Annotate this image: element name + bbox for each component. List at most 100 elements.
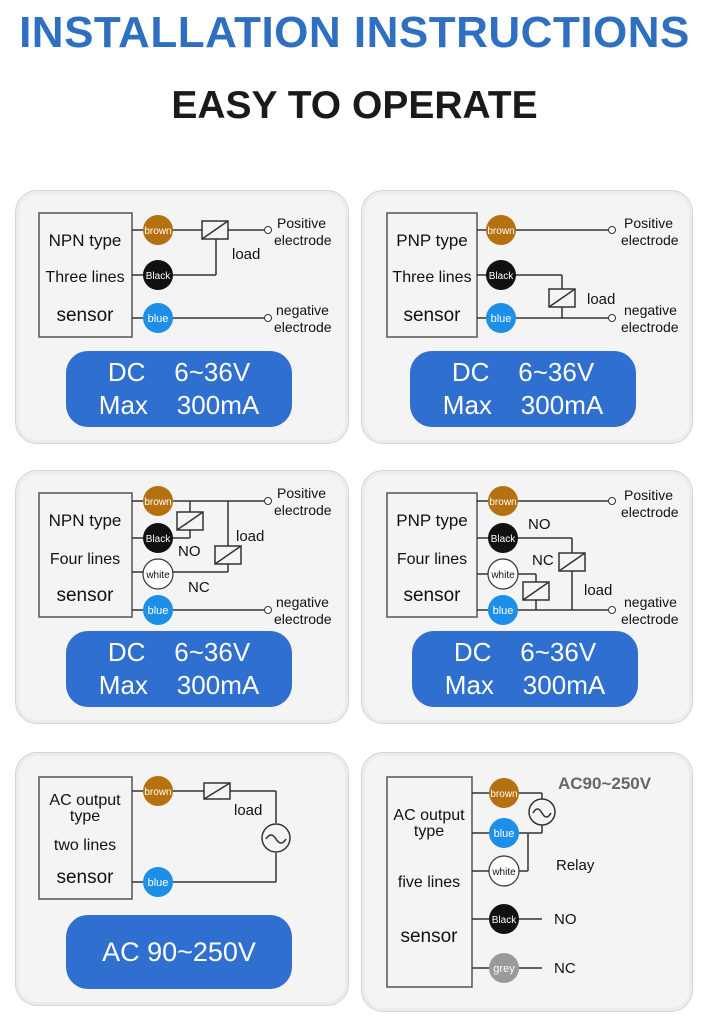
wire-brown-dot (489, 778, 519, 808)
load-label: load (587, 291, 615, 308)
spec-voltage: DC 6~36V (107, 637, 251, 667)
sensor-type-label: PNP type (396, 231, 468, 250)
wire-blue-label: blue (494, 828, 515, 840)
negative-label: negative (624, 302, 677, 318)
wire-blue-dot (143, 867, 173, 897)
wire-black-label: Black (491, 534, 516, 545)
panel-pnp-four-lines: PNP type Four lines sensor brown Black w… (361, 470, 693, 724)
wire-brown-label: brown (487, 226, 514, 237)
wire-brown-dot (143, 776, 173, 806)
no-label: NO (554, 911, 577, 928)
wire-black-label: Black (489, 271, 514, 282)
wire-brown-dot (143, 215, 173, 245)
wire-black-dot (489, 904, 519, 934)
wire-brown-label: brown (144, 497, 171, 508)
sensor-type-label: AC output (49, 792, 121, 809)
panel-ac-five-lines: AC output type five lines sensor brown b… (361, 752, 693, 1012)
load-label: load (584, 582, 612, 599)
spec-voltage: AC 90~250V (102, 937, 256, 967)
sensor-label: sensor (56, 305, 114, 326)
wire-blue-dot (488, 595, 518, 625)
sensor-lines-label: Four lines (50, 551, 120, 568)
ac-two-lines-diagram: AC output type two lines sensor brown bl… (38, 776, 291, 900)
wire-blue-label: blue (148, 605, 169, 617)
terminal-icon (608, 314, 616, 322)
spec-badge: AC 90~250V (66, 915, 292, 989)
nc-label: NC (554, 960, 576, 977)
positive-label: Positive (624, 215, 673, 231)
spec-voltage: DC 6~36V (453, 637, 597, 667)
wire-black-label: Black (146, 534, 171, 545)
load-label: load (236, 528, 264, 545)
wire-white-dot (487, 558, 519, 590)
terminal-icon (608, 226, 616, 234)
wire-grey-dot (489, 953, 519, 983)
wire-blue-label: blue (148, 313, 169, 325)
spec-badge: DC 6~36V Max 300mA (410, 351, 636, 427)
nc-label: NC (188, 579, 210, 596)
spec-current: Max 300mA (98, 670, 260, 700)
wire-white-dot (488, 855, 520, 887)
spec-current: Max 300mA (442, 390, 604, 420)
electrode-label: electrode (621, 319, 679, 335)
sensor-type-label: PNP type (396, 511, 468, 530)
spec-current: Max 300mA (98, 390, 260, 420)
wire-blue-dot (489, 818, 519, 848)
wire-blue-dot (143, 303, 173, 333)
sensor-label: sensor (56, 585, 114, 606)
wire-black-label: Black (146, 271, 171, 282)
spec-voltage: DC 6~36V (107, 357, 251, 387)
spec-badge: DC 6~36V Max 300mA (66, 631, 292, 707)
wire-black-dot (488, 523, 518, 553)
positive-label: Positive (624, 487, 673, 503)
terminal-icon (264, 314, 272, 322)
electrode-label: electrode (274, 232, 332, 248)
positive-label: Positive (277, 485, 326, 501)
wire-black-dot (143, 523, 173, 553)
wire-blue-label: blue (493, 605, 514, 617)
wire-blue-label: blue (148, 877, 169, 889)
positive-label: Positive (277, 215, 326, 231)
ac-range-label: AC90~250V (558, 774, 652, 793)
nc-label: NC (532, 552, 554, 569)
page-subtitle: EASY TO OPERATE (171, 84, 538, 127)
negative-label: negative (276, 594, 329, 610)
panel-pnp-three-lines: PNP type Three lines sensor brown Black … (361, 190, 693, 444)
wire-brown-dot (143, 486, 173, 516)
wire-white-label: white (490, 570, 515, 581)
npn-three-lines-diagram: NPN type Three lines sensor brown Black … (38, 212, 332, 338)
sensor-lines-label: Three lines (45, 269, 124, 286)
spec-voltage: DC 6~36V (451, 357, 595, 387)
terminal-icon (264, 226, 272, 234)
sensor-lines-label: Four lines (397, 551, 467, 568)
wire-brown-dot (488, 486, 518, 516)
electrode-label: electrode (274, 502, 332, 518)
sensor-type-label: AC output (393, 807, 465, 824)
no-label: NO (528, 516, 551, 533)
pnp-three-lines-diagram: PNP type Three lines sensor brown Black … (386, 212, 679, 338)
terminal-icon (264, 606, 272, 614)
terminal-icon (608, 497, 616, 505)
load-label: load (232, 246, 260, 263)
terminal-icon (264, 497, 272, 505)
wire-black-label: Black (492, 915, 517, 926)
sensor-type-label: NPN type (49, 511, 122, 530)
panel-npn-four-lines: NPN type Four lines sensor brown Black w… (15, 470, 349, 724)
wire-black-dot (143, 260, 173, 290)
electrode-label: electrode (274, 319, 332, 335)
wire-black-dot (486, 260, 516, 290)
wire-brown-label: brown (144, 787, 171, 798)
electrode-label: electrode (621, 611, 679, 627)
sensor-type-label: type (70, 808, 100, 825)
sensor-label: sensor (403, 585, 461, 606)
sensor-label: sensor (400, 926, 458, 947)
sensor-lines-label: two lines (54, 837, 116, 854)
wire-grey-label: grey (493, 963, 515, 975)
wire-blue-dot (143, 595, 173, 625)
wire-white-label: white (145, 570, 170, 581)
wire-blue-dot (486, 303, 516, 333)
wire-brown-label: brown (490, 789, 517, 800)
wire-white-label: white (491, 867, 516, 878)
terminal-icon (608, 606, 616, 614)
sensor-lines-label: five lines (398, 874, 460, 891)
